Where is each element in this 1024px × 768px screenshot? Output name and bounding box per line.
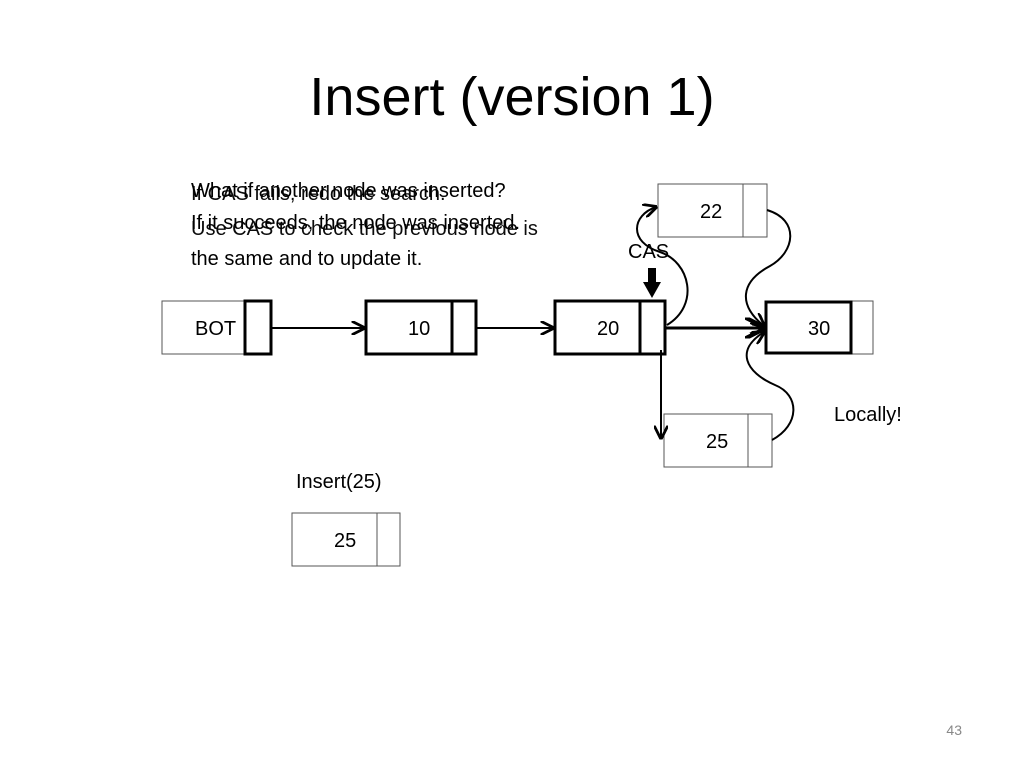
node-25-local-label: 25: [706, 431, 728, 453]
node-bot-label: BOT: [195, 318, 236, 340]
node-22-label: 22: [700, 201, 722, 223]
arrow-25-to-30: [745, 332, 795, 441]
node-20-label: 20: [597, 318, 619, 340]
node-30-label: 30: [808, 318, 830, 340]
slide-title: Insert (version 1): [309, 67, 715, 127]
node-10-label: 10: [408, 318, 430, 340]
cas-label: CAS: [628, 241, 670, 263]
text-line-1a: What if another node was inserted?: [191, 180, 506, 202]
text-line-2a: If it succeeds, the node was inserted.: [191, 212, 521, 234]
arrow-20-to-22: [636, 207, 689, 326]
text-line-1b: If CAS fails, redo the search.: [191, 183, 446, 205]
node-10: 10: [364, 299, 478, 356]
node-22: 22: [657, 183, 768, 238]
node-25-new: 25: [291, 512, 401, 567]
node-25-new-label: 25: [334, 530, 356, 552]
node-30: 30: [764, 300, 874, 355]
node-25-local: 25: [663, 413, 773, 468]
text-line-2b: Use CAS to check the previous node is: [191, 218, 538, 240]
arrow-22-to-30: [745, 209, 792, 326]
insert-call-label: Insert(25): [296, 471, 382, 493]
text-line-3: the same and to update it.: [191, 248, 423, 270]
page-number: 43: [946, 722, 962, 738]
node-20: 20: [553, 299, 667, 356]
cas-arrow-head: [643, 282, 661, 298]
locally-label: Locally!: [834, 404, 902, 426]
node-bot: BOT: [161, 299, 273, 356]
